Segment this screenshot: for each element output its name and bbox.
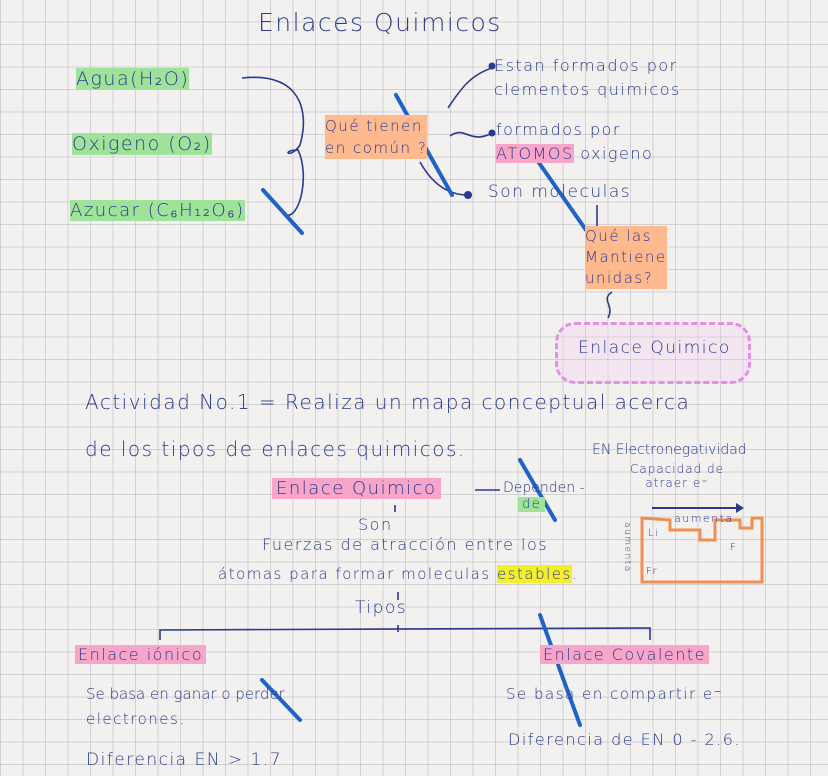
map-dependen: Dependen - (503, 480, 585, 496)
estables-highlight: estables (496, 565, 572, 583)
capacidad-line: atraer e⁻ (645, 476, 709, 490)
answer-line: Estan formados por (494, 56, 678, 75)
map-tipos: Tipos (355, 598, 408, 618)
question-line: Qué tienen (325, 117, 423, 135)
element-fr: Fr (646, 566, 659, 577)
arrow-down-box (606, 291, 613, 319)
ionico-line-1: Se basa en ganar o perder (86, 685, 285, 703)
answer-formados-elementos: Estan formados por clementos quimicos (494, 54, 681, 102)
answer-line: formados por (496, 120, 621, 139)
question-line: unidas? (585, 269, 654, 287)
atomos-highlight: ATOMOS (496, 144, 574, 163)
example-azucar: Azucar (C₆H₁₂O₆) (70, 200, 245, 221)
arrow-to-a1 (447, 67, 493, 109)
answer-formados-atomos: formados por ATOMOS oxigeno (496, 118, 653, 166)
example-oxigeno: Oxigeno (O₂) (72, 133, 212, 155)
definition-period: . (571, 565, 579, 583)
answer-moleculas: Son moleculas (488, 182, 632, 202)
capacidad-atraer: Capacidad de atraer e⁻ (630, 462, 724, 490)
ionico-line-3: Diferencia EN > 1.7 (86, 750, 283, 770)
definition-text: átomas para formar moleculas (218, 565, 491, 583)
map-de: de (518, 497, 546, 512)
covalente-line-2: Diferencia de EN 0 - 2.6. (508, 730, 741, 749)
map-definition-1: Fuerzas de atracción entre los (262, 535, 549, 554)
answer-line: clementos quimicos (494, 80, 681, 99)
arrow-to-a2 (449, 131, 493, 138)
question-line: Mantiene (585, 248, 667, 266)
tipos-bracket (159, 625, 651, 640)
question-mantiene-unidas: Qué las Mantiene unidas? (585, 226, 667, 289)
map-son: Son (358, 515, 393, 534)
map-definition-2: átomas para formar moleculas estables. (218, 565, 578, 583)
periodic-table-outline (640, 516, 764, 584)
question-line: Qué las (585, 227, 652, 245)
activity-line-2: de los tipos de enlaces quimicos. (85, 437, 466, 461)
covalente-line-1: Se basa en compartir e⁻ (506, 685, 724, 703)
aumenta-horizontal: aumenta (674, 512, 734, 525)
brace (241, 76, 305, 216)
element-li: Li (648, 528, 660, 539)
question-line: en común ? (325, 139, 428, 157)
activity-line-1: Actividad No.1 = Realiza un mapa concept… (85, 390, 691, 414)
page-title: Enlaces Quimicos (258, 8, 502, 37)
enlace-covalente-title: Enlace Covalente (540, 645, 710, 664)
enlace-quimico-label: Enlace Quimico (578, 338, 731, 358)
capacidad-line: Capacidad de (630, 462, 725, 476)
question-tienen-comun: Qué tienen en común ? (325, 115, 428, 159)
arrow-to-a3 (419, 161, 469, 196)
en-definition: EN Electronegatividad (592, 442, 747, 458)
ionico-line-2: electrones. (86, 710, 186, 728)
aumenta-vertical: aumenta (622, 522, 632, 573)
answer-word: oxigeno (580, 144, 654, 163)
map-enlace-quimico: Enlace Quimico (272, 478, 441, 499)
element-f: F (730, 542, 738, 553)
example-agua: Agua(H₂O) (76, 68, 190, 90)
enlace-ionico-title: Enlace iónico (75, 645, 207, 664)
enlace-quimico-cloud (555, 322, 751, 384)
